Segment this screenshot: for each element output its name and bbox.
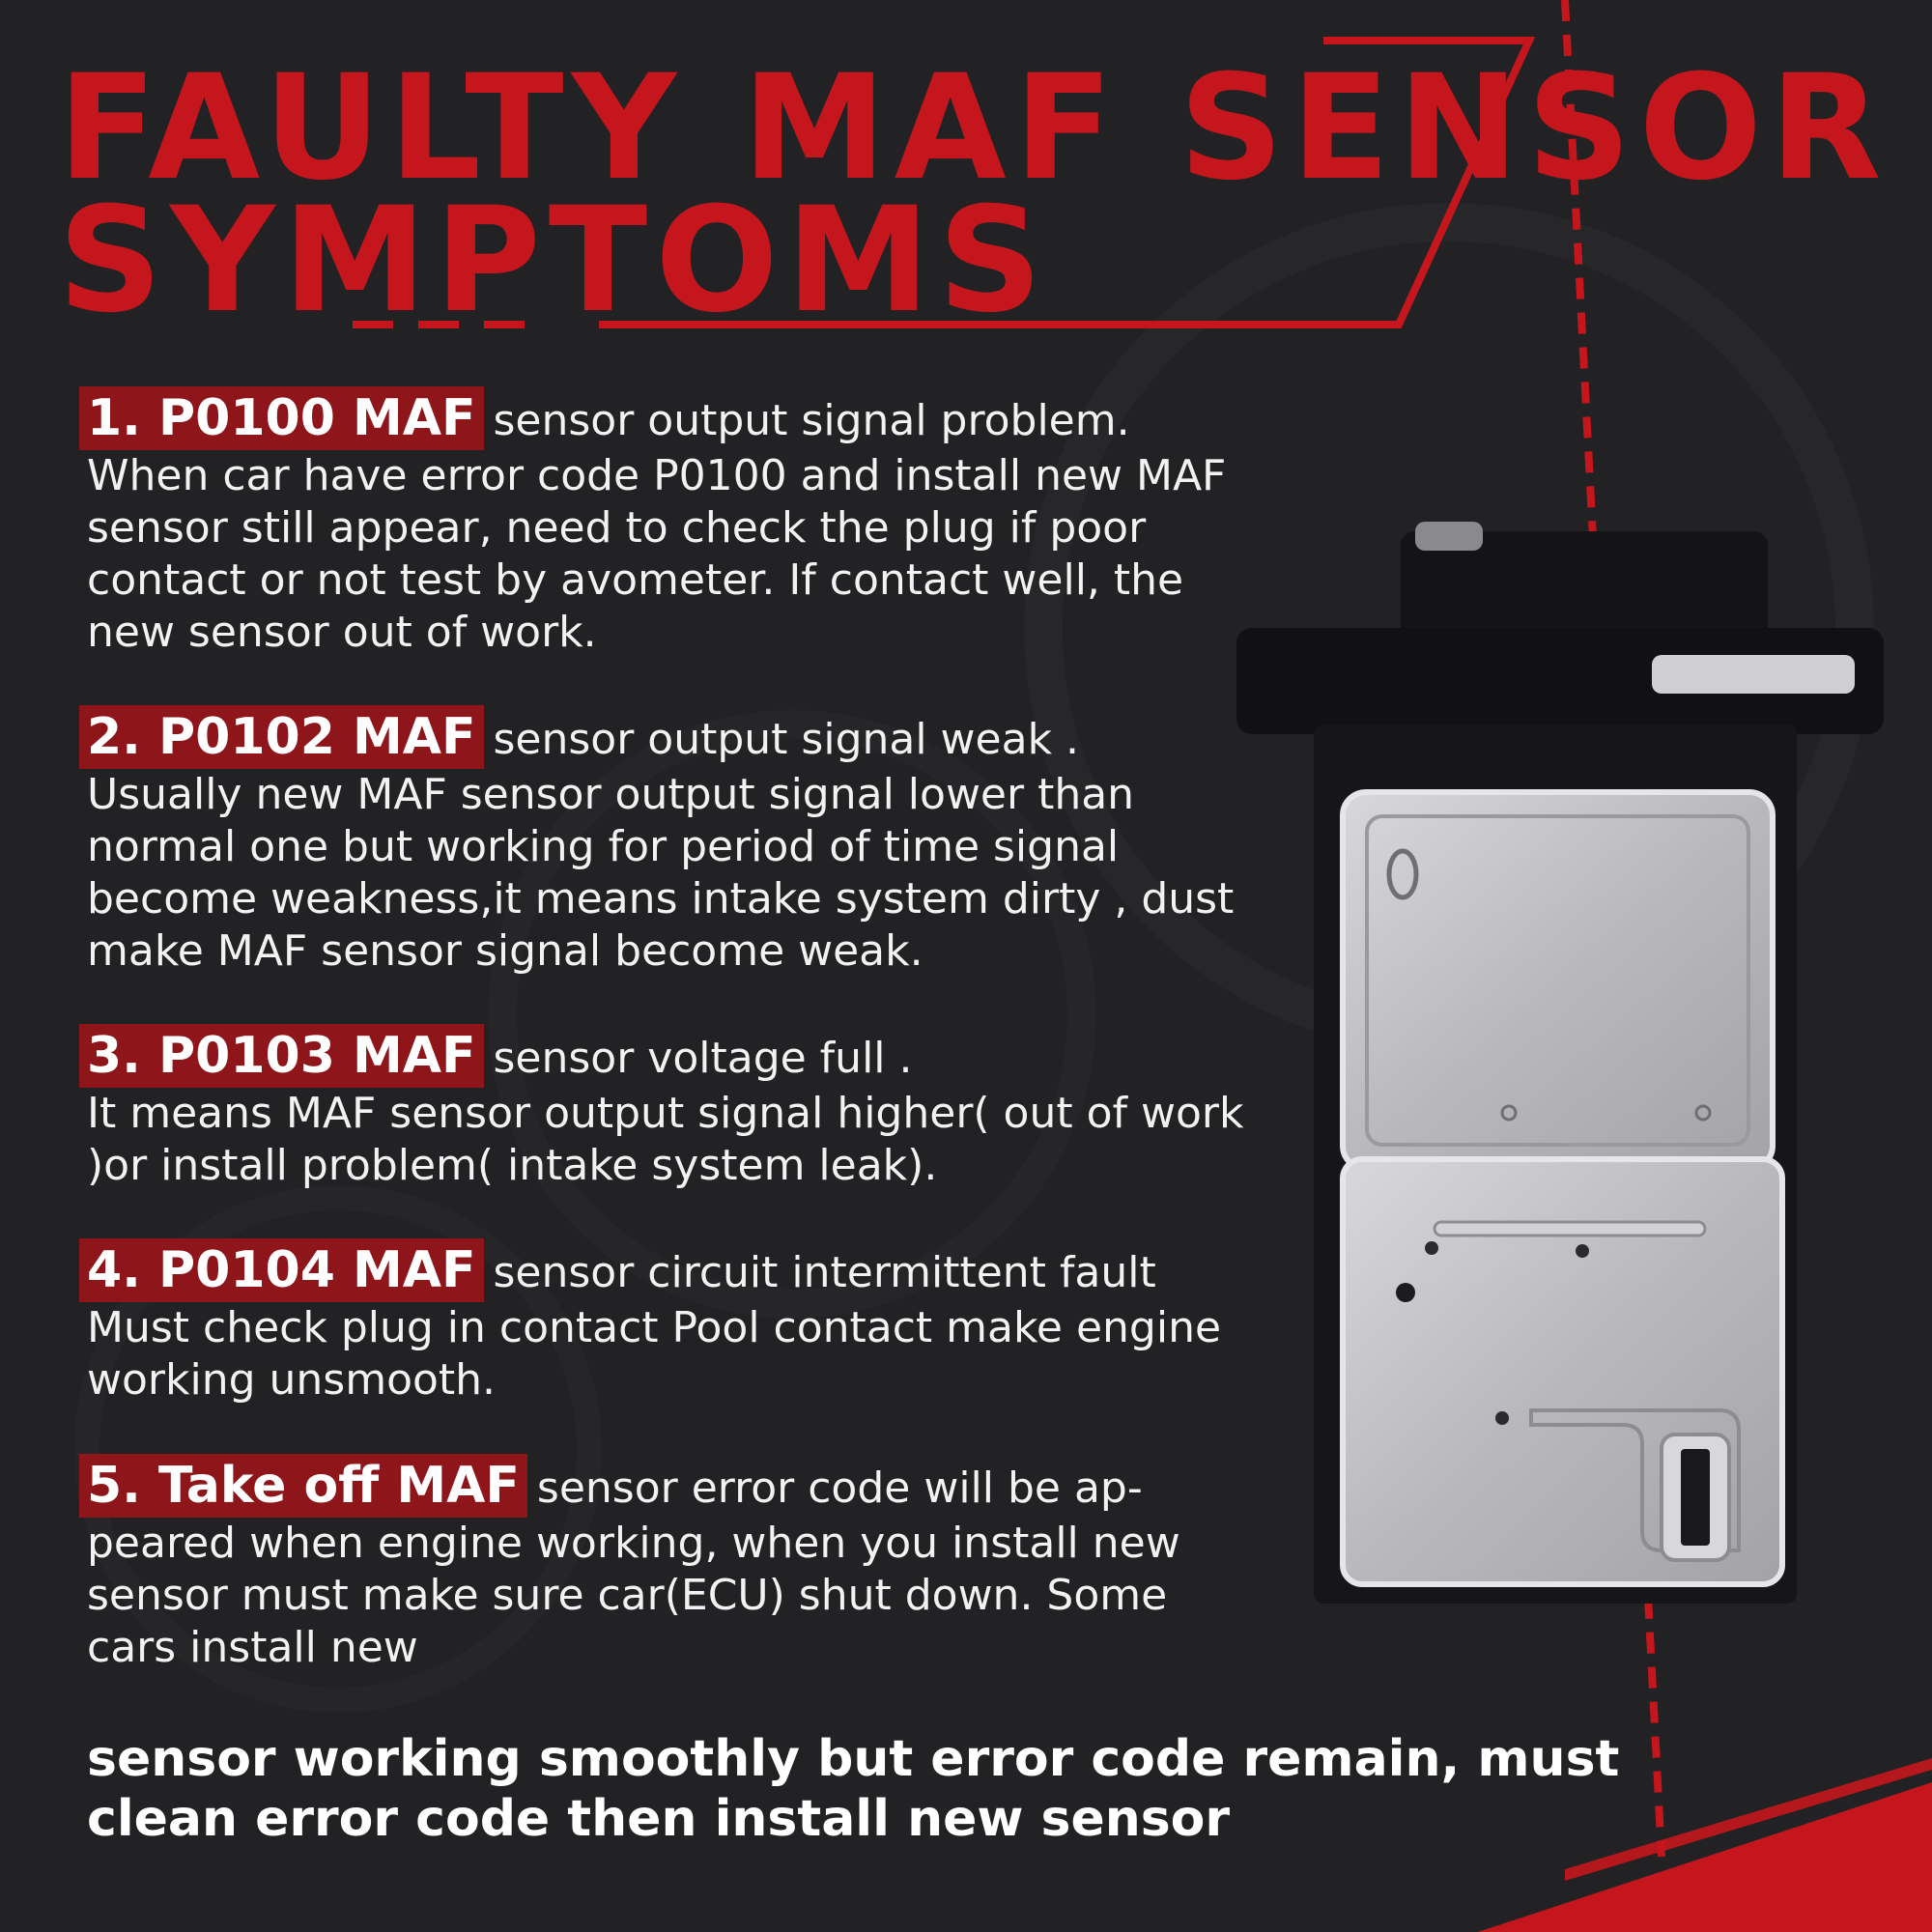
symptom-lead: sensor voltage full . [493,1034,913,1083]
symptom-lead: sensor output signal weak . [493,715,1080,764]
title-frame [599,37,1536,328]
title-line-2: SYMPTOMS [58,177,1050,345]
corner-red-shape [1478,1782,1932,1932]
final-note: sensor working smoothly but error code r… [87,1730,1620,1848]
symptom-lead: sensor circuit intermittent fault [493,1248,1156,1297]
symptom-body: peared when engine working, when you ins… [87,1519,1180,1672]
symptom-body: When car have error code P0100 and insta… [87,451,1227,657]
symptom-body: Usually new MAF sensor output signal low… [87,770,1235,976]
symptom-badge: 2. P0102 MAF [79,705,484,769]
symptom-lead: sensor error code will be ap- [536,1463,1143,1513]
symptom-body: Must check plug in contact Pool contact … [87,1303,1222,1405]
symptom-lead: sensor output signal problem. [493,396,1130,445]
symptom-badge: 5. Take off MAF [79,1454,527,1518]
maf-sensor-image [1236,522,1884,1604]
symptom-badge: 4. P0104 MAF [79,1238,484,1302]
symptom-body: It means MAF sensor output signal higher… [87,1089,1244,1190]
symptom-badge: 3. P0103 MAF [79,1024,484,1088]
title-line-1: FAULTY MAF SENSOR [58,44,1889,213]
symptom-badge: 1. P0100 MAF [79,386,484,450]
